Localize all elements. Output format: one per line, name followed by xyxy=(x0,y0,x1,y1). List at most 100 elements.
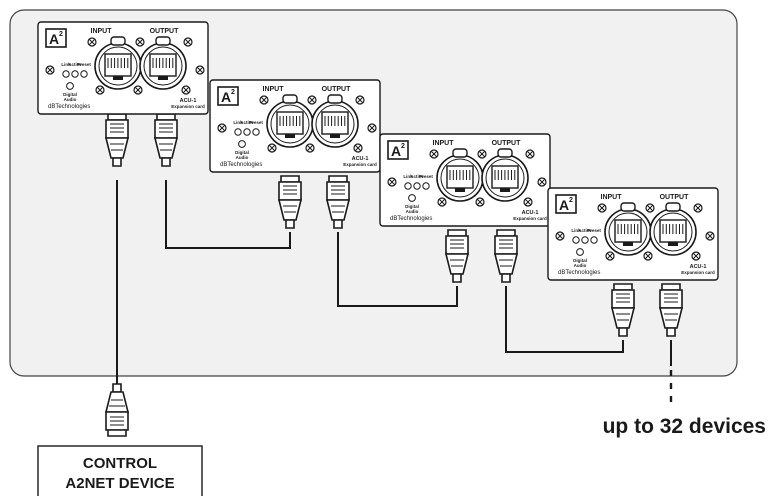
led-indicator xyxy=(62,70,70,78)
screw-icon xyxy=(475,197,485,207)
cable-card1-output-to-card2-input xyxy=(165,180,291,249)
output-label: OUTPUT xyxy=(492,140,522,147)
led-label: Active xyxy=(410,174,424,179)
input-port[interactable] xyxy=(94,36,142,90)
input-label: INPUT xyxy=(91,28,113,35)
screw-icon xyxy=(691,251,701,261)
screw-icon xyxy=(307,95,317,105)
screw-icon xyxy=(693,203,703,213)
led-label: Active xyxy=(240,120,254,125)
led-label: Preset xyxy=(587,228,601,233)
led-label: Link xyxy=(61,62,71,67)
led-indicator xyxy=(234,128,242,136)
input-port[interactable] xyxy=(266,94,314,148)
screw-icon xyxy=(605,251,615,261)
digital-audio-indicator xyxy=(238,140,246,148)
logo-text: A xyxy=(49,31,59,47)
led-label: Active xyxy=(68,62,82,67)
led-label: Link xyxy=(233,120,243,125)
screw-icon xyxy=(267,143,277,153)
screw-icon xyxy=(217,123,227,133)
screw-icon xyxy=(45,65,55,75)
screw-icon xyxy=(87,37,97,47)
led-indicator xyxy=(404,182,412,190)
logo-superscript: 2 xyxy=(231,89,235,96)
led-indicator xyxy=(581,236,589,244)
screw-icon xyxy=(477,149,487,159)
led-indicator xyxy=(243,128,251,136)
screw-icon xyxy=(195,65,205,75)
led-indicator xyxy=(590,236,598,244)
model-label: ACU-1 xyxy=(690,264,707,270)
led-indicator xyxy=(422,182,430,190)
output-port[interactable] xyxy=(139,36,187,90)
output-label: OUTPUT xyxy=(150,28,180,35)
screw-icon xyxy=(429,149,439,159)
screw-icon xyxy=(183,37,193,47)
logo-superscript: 2 xyxy=(401,143,405,150)
model-label: ACU-1 xyxy=(180,98,197,104)
screw-icon xyxy=(555,231,565,241)
output-port[interactable] xyxy=(481,148,529,202)
input-label: INPUT xyxy=(263,86,285,93)
model-subtitle: Expansion card xyxy=(681,270,715,275)
screw-icon xyxy=(645,203,655,213)
chain-length-note: up to 32 devices xyxy=(603,415,766,438)
screw-icon xyxy=(95,85,105,95)
output-port[interactable] xyxy=(311,94,359,148)
model-label: ACU-1 xyxy=(522,210,539,216)
led-label: Preset xyxy=(249,120,263,125)
screw-icon xyxy=(181,85,191,95)
screw-icon xyxy=(525,149,535,159)
input-label: INPUT xyxy=(433,140,455,147)
screw-icon xyxy=(387,177,397,187)
led-label: Preset xyxy=(77,62,91,67)
led-indicator xyxy=(413,182,421,190)
led-indicator xyxy=(80,70,88,78)
led-label: Link xyxy=(571,228,581,233)
led-indicator xyxy=(71,70,79,78)
led-label: Preset xyxy=(419,174,433,179)
logo-superscript: 2 xyxy=(569,197,573,204)
brand-label: dBTechnologies xyxy=(390,216,432,222)
control-device-plug xyxy=(105,383,129,437)
model-subtitle: Expansion card xyxy=(513,216,547,221)
screw-icon xyxy=(305,143,315,153)
screw-icon xyxy=(259,95,269,105)
screw-icon xyxy=(355,95,365,105)
output-label: OUTPUT xyxy=(322,86,352,93)
cables xyxy=(116,180,673,406)
screw-icon xyxy=(523,197,533,207)
control-device-line1: CONTROL xyxy=(83,455,157,472)
screw-icon xyxy=(537,177,547,187)
logo-superscript: 2 xyxy=(59,31,63,38)
screw-icon xyxy=(597,203,607,213)
logo-text: A xyxy=(221,89,231,105)
screw-icon xyxy=(135,37,145,47)
input-port[interactable] xyxy=(436,148,484,202)
brand-label: dBTechnologies xyxy=(558,270,600,276)
model-subtitle: Expansion card xyxy=(343,162,377,167)
screw-icon xyxy=(643,251,653,261)
brand-label: dBTechnologies xyxy=(220,162,262,168)
model-subtitle: Expansion card xyxy=(171,104,205,109)
screw-icon xyxy=(437,197,447,207)
output-port[interactable] xyxy=(649,202,697,256)
brand-label: dBTechnologies xyxy=(48,104,90,110)
control-device-box: CONTROL A2NET DEVICE xyxy=(37,445,203,496)
digital-audio-indicator xyxy=(66,82,74,90)
input-port[interactable] xyxy=(604,202,652,256)
logo-text: A xyxy=(559,197,569,213)
digital-audio-indicator xyxy=(576,248,584,256)
